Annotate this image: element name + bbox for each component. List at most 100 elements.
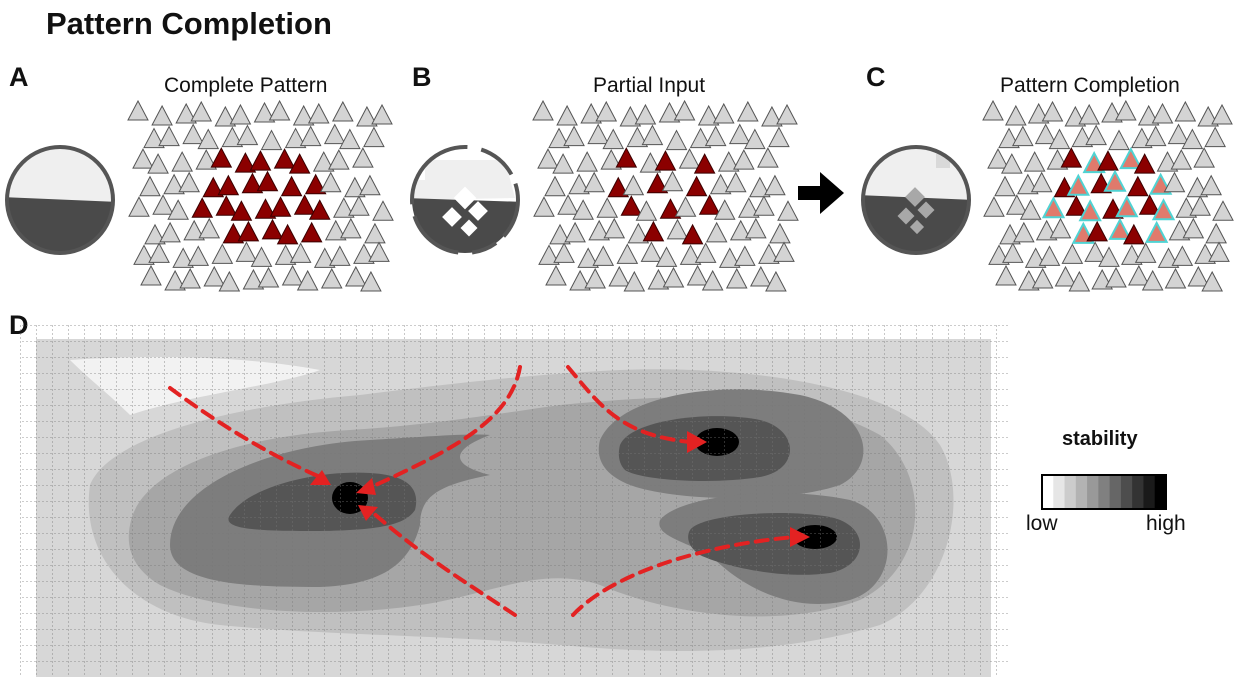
inactive-neuron <box>734 245 756 266</box>
inactive-neuron <box>1013 221 1035 243</box>
inactive-neuron <box>274 244 297 265</box>
inactive-neuron <box>372 200 394 221</box>
panel-a-title: Complete Pattern <box>164 74 328 97</box>
inactive-neuron <box>132 148 154 169</box>
inactive-neuron <box>353 243 375 264</box>
active-neuron <box>693 153 716 174</box>
active-neuron <box>241 172 264 194</box>
completed-neuron <box>1041 196 1066 219</box>
inactive-neuron <box>1181 128 1204 150</box>
inactive-neuron <box>765 270 787 292</box>
pattern-completion-network <box>982 99 1234 292</box>
inactive-neuron <box>1019 199 1042 220</box>
inactive-neuron <box>148 242 170 263</box>
inactive-neuron <box>235 241 258 262</box>
inactive-neuron <box>544 175 566 197</box>
inactive-neuron <box>572 199 594 220</box>
inactive-neuron <box>744 128 766 150</box>
inactive-neuron <box>1200 174 1222 196</box>
inactive-neuron <box>608 265 631 287</box>
active-neuron <box>642 220 665 242</box>
inactive-neuron <box>133 244 155 265</box>
inactive-neuron <box>364 222 386 244</box>
inactive-neuron <box>242 268 265 290</box>
inactive-neuron <box>596 197 619 218</box>
inactive-neuron <box>164 269 186 291</box>
active-neuron <box>659 198 682 219</box>
figure-title: Pattern Completion <box>46 6 332 41</box>
colorbar-step <box>1109 475 1122 509</box>
inactive-neuron <box>749 176 771 198</box>
inactive-neuron <box>769 222 791 244</box>
inactive-neuron <box>764 174 786 196</box>
inactive-neuron <box>1031 267 1054 289</box>
active-neuron <box>254 198 277 219</box>
inactive-neuron <box>139 175 161 197</box>
panel-c-label: C <box>866 62 886 92</box>
inactive-neuron <box>718 247 741 268</box>
active-neuron <box>237 220 260 242</box>
completed-neuron <box>1103 169 1127 192</box>
inactive-neuron <box>333 197 355 218</box>
inactive-neuron <box>549 223 571 245</box>
inactive-neuron <box>773 241 795 262</box>
active-neuron <box>202 176 225 198</box>
inactive-neuron <box>143 127 165 149</box>
inactive-neuron <box>626 126 649 148</box>
inactive-neuron <box>761 105 783 127</box>
inactive-neuron <box>1204 126 1226 148</box>
inactive-neuron <box>600 149 623 170</box>
inactive-neuron <box>1023 151 1046 172</box>
inactive-neuron <box>1041 100 1064 122</box>
inactive-neuron <box>260 129 283 151</box>
inactive-neuron <box>329 245 351 266</box>
inactive-neuron <box>159 221 181 243</box>
inactive-neuron <box>1061 243 1084 264</box>
colorbar-step <box>1042 475 1054 509</box>
inactive-neuron <box>368 241 390 262</box>
inactive-neuron <box>190 100 213 122</box>
active-neuron <box>261 218 284 240</box>
inactive-neuron <box>332 100 354 122</box>
active-neuron <box>300 221 323 243</box>
inactive-neuron <box>995 264 1017 286</box>
inactive-neuron <box>344 176 366 198</box>
arrow-icon <box>798 172 844 214</box>
complete-pattern-network <box>127 99 394 292</box>
inactive-neuron <box>557 194 579 215</box>
inactive-neuron <box>1054 265 1077 287</box>
inactive-neuron <box>532 99 554 121</box>
completed-neuron <box>1078 199 1102 222</box>
inactive-neuron <box>140 264 162 286</box>
inactive-neuron <box>768 126 790 148</box>
inactive-neuron <box>725 267 748 289</box>
completed-neuron <box>1145 220 1169 243</box>
inactive-neuron <box>658 101 681 123</box>
inactive-neuron <box>758 243 780 264</box>
completed-neuron <box>1119 146 1143 170</box>
active-neuron <box>273 148 296 169</box>
panel-b-title: Partial Input <box>593 74 706 97</box>
inactive-neuron <box>1208 241 1230 262</box>
inactive-neuron <box>665 129 688 151</box>
inactive-neuron <box>545 264 567 286</box>
inactive-neuron <box>1187 265 1210 287</box>
inactive-neuron <box>356 105 378 127</box>
inactive-neuron <box>324 219 347 241</box>
inactive-neuron <box>171 151 193 172</box>
inactive-neuron <box>1174 100 1197 122</box>
inactive-neuron <box>179 267 201 289</box>
inactive-neuron <box>724 171 747 193</box>
inactive-neuron <box>994 175 1016 197</box>
active-neuron <box>681 223 704 245</box>
inactive-neuron <box>1163 171 1186 193</box>
inactive-neuron <box>1211 103 1233 125</box>
colorbar-step <box>1064 475 1077 509</box>
active-neuron <box>230 200 253 221</box>
completed-neuron <box>1108 217 1132 240</box>
active-neuron <box>607 176 630 198</box>
active-neuron <box>234 152 257 173</box>
inactive-neuron <box>627 222 650 244</box>
active-neuron <box>293 194 316 215</box>
inactive-neuron <box>182 123 204 145</box>
